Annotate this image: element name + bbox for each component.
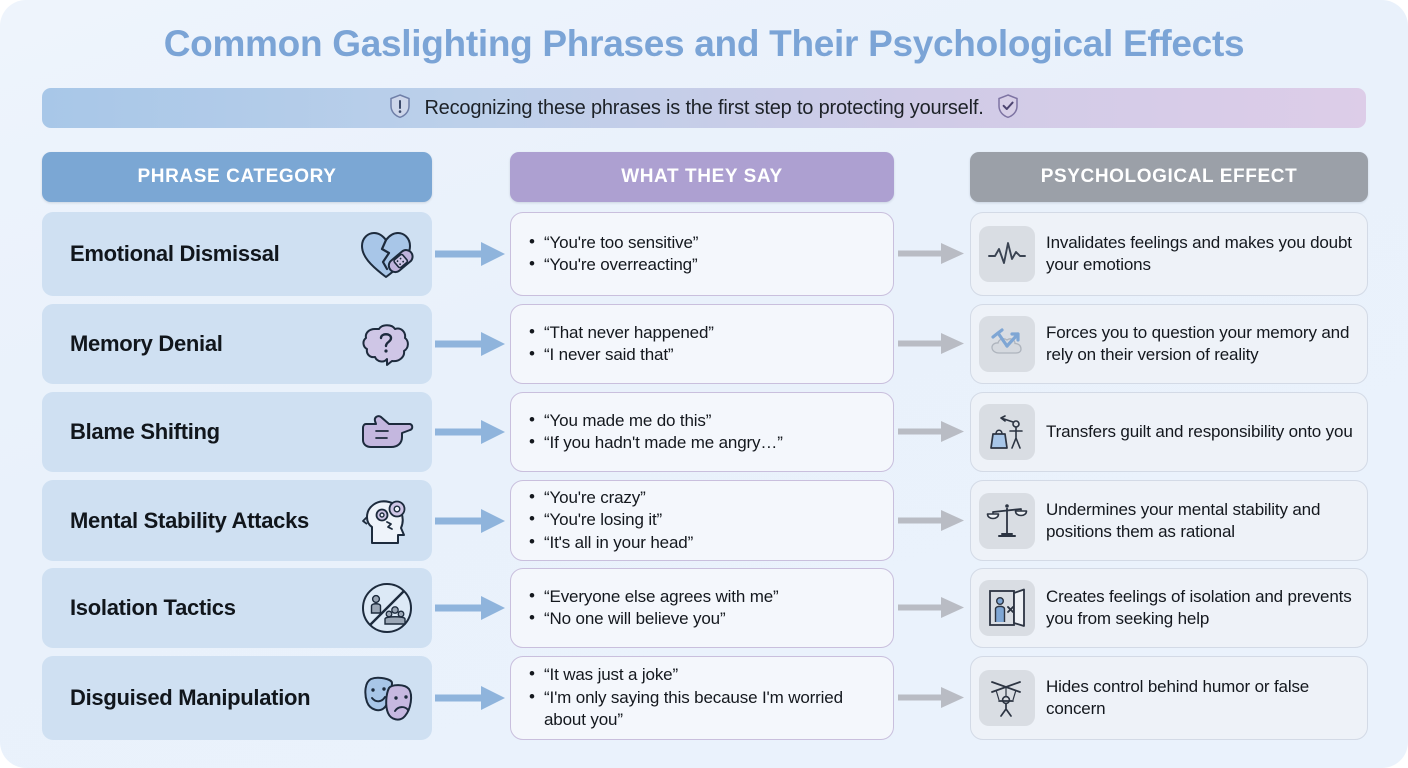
list-item: “No one will believe you” [527,607,879,630]
shield-check-icon [996,93,1020,124]
effect-text: Hides control behind humor or false conc… [1046,677,1310,718]
brain-question-icon [356,313,418,375]
phrases-cell[interactable]: “It was just a joke” “I'm only saying th… [510,656,894,740]
effect-text: Transfers guilt and responsibility onto … [1046,422,1353,442]
effect-cell[interactable]: Invalidates feelings and makes you doubt… [970,212,1368,296]
arrow-gray [894,304,970,384]
shield-alert-icon [388,93,412,124]
phrase-list: “It was just a joke” “I'm only saying th… [527,663,879,732]
effect-cell[interactable]: Transfers guilt and responsibility onto … [970,392,1368,472]
list-item: “Everyone else agrees with me” [527,585,879,608]
table-row: Blame Shifting “You made me do this” [42,392,1368,472]
category-label: Disguised Manipulation [70,685,311,711]
phrases-cell[interactable]: “Everyone else agrees with me” “No one w… [510,568,894,648]
effect-text: Invalidates feelings and makes you doubt… [1046,233,1352,274]
table-row: Emotional Dismissal [42,212,1368,296]
page-title: Common Gaslighting Phrases and Their Psy… [163,23,1245,64]
arrow-gray [894,392,970,472]
arrow-blue [432,392,510,472]
phrases-cell[interactable]: “That never happened” “I never said that… [510,304,894,384]
phrase-list: “Everyone else agrees with me” “No one w… [527,585,879,631]
header-phrase-category: PHRASE CATEGORY [42,152,432,202]
category-cell[interactable]: Mental Stability Attacks [42,480,432,562]
list-item: “You're losing it” [527,508,879,531]
category-label: Memory Denial [70,331,223,357]
arrow-gray [894,568,970,648]
no-people-icon [356,577,418,639]
effect-cell[interactable]: Hides control behind humor or false conc… [970,656,1368,740]
phrases-cell[interactable]: “You're crazy” “You're losing it” “It's … [510,480,894,562]
arrow-blue [432,480,510,561]
category-label: Mental Stability Attacks [70,508,309,533]
header-psychological-effect: PSYCHOLOGICAL EFFECT [970,152,1368,202]
list-item: “If you hadn't made me angry…” [527,431,879,454]
category-label: Emotional Dismissal [70,241,280,267]
person-weight-icon [979,404,1035,460]
phrases-cell[interactable]: “You made me do this” “If you hadn't mad… [510,392,894,472]
person-door-blocked-icon [979,580,1035,636]
list-item: “You're too sensitive” [527,231,879,254]
category-cell[interactable]: Memory Denial [42,304,432,384]
category-label: Isolation Tactics [70,595,236,621]
list-item: “You made me do this” [527,409,879,432]
list-item: “That never happened” [527,321,879,344]
subtitle-text: Recognizing these phrases is the first s… [424,96,984,119]
phrases-cell[interactable]: “You're too sensitive” “You're overreact… [510,212,894,296]
table-row: Disguised Manipulation [42,656,1368,740]
category-cell[interactable]: Emotional Dismissal [42,212,432,296]
pulse-line-icon [979,226,1035,282]
category-cell[interactable]: Disguised Manipulation [42,656,432,740]
column-headers: PHRASE CATEGORY WHAT THEY SAY PSYCHOLOGI… [42,152,1368,202]
effect-cell[interactable]: Forces you to question your memory and r… [970,304,1368,384]
arrow-gray [894,480,970,561]
phrase-list: “That never happened” “I never said that… [527,321,879,367]
list-item: “I never said that” [527,343,879,366]
effect-cell[interactable]: Creates feelings of isolation and preven… [970,568,1368,648]
head-gears-icon [356,490,418,552]
category-label: Blame Shifting [70,419,220,445]
arrow-gray [894,212,970,296]
effect-text: Undermines your mental stability and pos… [1046,499,1321,541]
list-item: “I'm only saying this because I'm worrie… [527,686,879,732]
table-row: Mental Stability Attacks [42,480,1368,562]
arrow-blue [432,568,510,648]
phrase-list: “You made me do this” “If you hadn't mad… [527,409,879,455]
effect-text: Creates feelings of isolation and preven… [1046,587,1352,628]
list-item: “You're crazy” [527,486,879,509]
scales-icon [979,492,1035,549]
header-spacer-1 [432,152,510,202]
arrows-cloud-icon [979,316,1035,372]
puppet-strings-icon [979,670,1035,726]
category-cell[interactable]: Isolation Tactics [42,568,432,648]
category-cell[interactable]: Blame Shifting [42,392,432,472]
arrow-blue [432,304,510,384]
pointing-hand-icon [356,401,418,463]
phrase-list: “You're crazy” “You're losing it” “It's … [527,486,879,554]
list-item: “It was just a joke” [527,663,879,686]
arrow-blue [432,212,510,296]
theater-masks-icon [356,667,418,729]
list-item: “You're overreacting” [527,253,879,276]
arrow-gray [894,656,970,740]
broken-heart-bandage-icon [356,223,418,285]
rows-container: Emotional Dismissal [42,212,1368,752]
arrow-blue [432,656,510,740]
effect-cell[interactable]: Undermines your mental stability and pos… [970,480,1368,562]
phrase-list: “You're too sensitive” “You're overreact… [527,231,879,277]
table-row: Isolation Tactics [42,568,1368,648]
header-spacer-2 [894,152,970,202]
effect-text: Forces you to question your memory and r… [1046,323,1350,364]
header-what-they-say: WHAT THEY SAY [510,152,894,202]
list-item: “It's all in your head” [527,531,879,554]
subtitle-banner: Recognizing these phrases is the first s… [42,88,1366,128]
table-row: Memory Denial “That never happened [42,304,1368,384]
